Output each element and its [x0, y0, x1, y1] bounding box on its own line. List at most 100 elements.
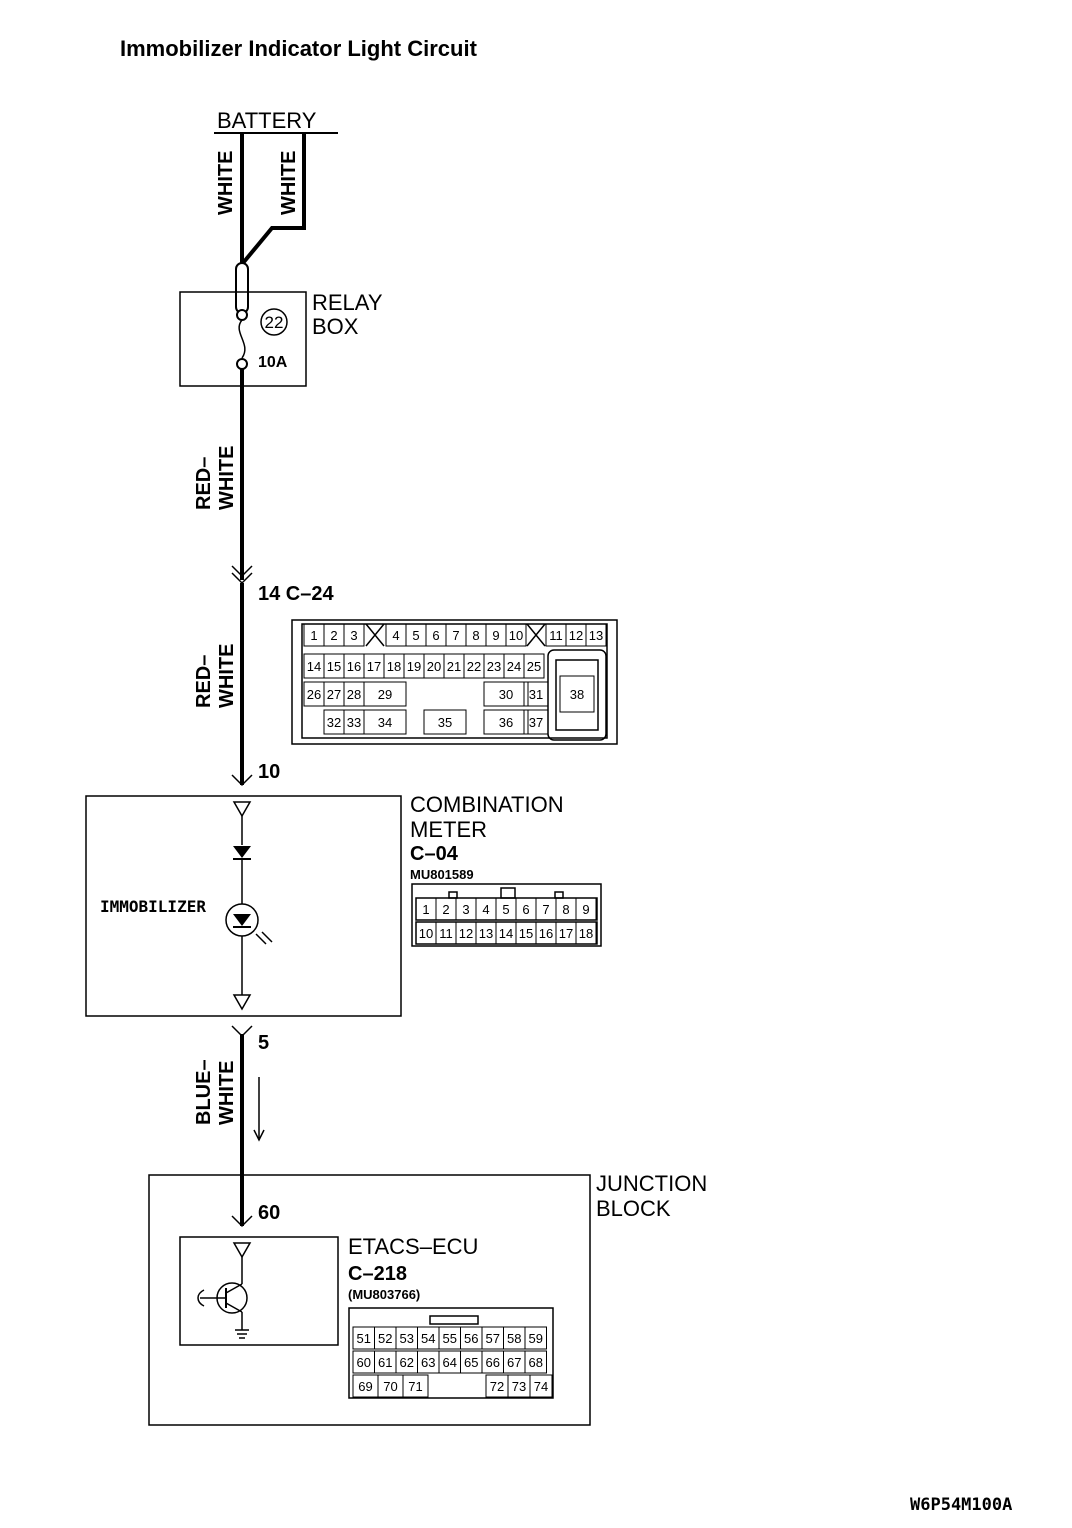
connector-pin-cell	[505, 623, 527, 647]
connector-pin-cell	[524, 1350, 547, 1374]
fuse-number: 22	[265, 313, 284, 332]
connector-pin-number: 65	[464, 1355, 478, 1370]
diagram-title: Immobilizer Indicator Light Circuit	[120, 36, 478, 61]
combination-meter-label-line2: METER	[410, 817, 487, 842]
connector-pin-number: 19	[407, 659, 421, 674]
connector-pin-number: 15	[327, 659, 341, 674]
connector-pin-cell	[523, 653, 545, 679]
ecu-part-number: (MU803766)	[348, 1287, 420, 1302]
connector-pin-number: 57	[486, 1331, 500, 1346]
ecu-in-connector-symbol	[231, 1215, 253, 1228]
connector-pin-number: 17	[559, 926, 573, 941]
fuse-rating: 10A	[258, 354, 288, 371]
meter-in-connector-symbol	[231, 774, 253, 787]
connector-pin-number: 9	[582, 902, 589, 917]
connector-pin-number: 27	[327, 687, 341, 702]
connector-pin-number: 29	[378, 687, 392, 702]
meter-terminal-out-icon	[232, 994, 252, 1011]
relay-box-label-line2: BOX	[312, 314, 359, 339]
connector-pin-number: 71	[408, 1379, 422, 1394]
connector-pin-cell	[483, 709, 529, 735]
connector-pin-cell	[559, 675, 595, 713]
connector-pin-number: 10	[419, 926, 433, 941]
meter-pin-in: 10	[258, 761, 280, 783]
connector-pin-cell	[529, 1374, 553, 1398]
connector-pin-number: 12	[569, 628, 583, 643]
connector-pin-number: 5	[502, 902, 509, 917]
connector-pin-number: 22	[467, 659, 481, 674]
wire-color-white-left: WHITE	[215, 151, 237, 215]
connector-pin-number: 10	[509, 628, 523, 643]
fuse-number-circle	[260, 308, 288, 336]
wire-color-blue-white-b: WHITE	[216, 1061, 238, 1125]
ground-icon	[235, 1329, 249, 1339]
connector-pin-number: 26	[307, 687, 321, 702]
connector-pin-number: 36	[499, 715, 513, 730]
connector-pin-number: 3	[462, 902, 469, 917]
light-emission-icon	[255, 931, 273, 945]
figure-code: W6P54M100A	[910, 1495, 1012, 1515]
connector-pin-number: 33	[347, 715, 361, 730]
connector-pin-number: 61	[378, 1355, 392, 1370]
connector-pin-number: 9	[492, 628, 499, 643]
wire-color-white-right: WHITE	[278, 151, 300, 215]
connector-pin-number: 17	[367, 659, 381, 674]
connector-pin-number: 54	[421, 1331, 435, 1346]
ecu-name: ETACS–ECU	[348, 1234, 478, 1259]
connector-pin-number: 38	[570, 687, 584, 702]
wire-color-red-white-2a: RED–	[193, 655, 215, 708]
connector-pin-cell	[575, 897, 597, 921]
ecu-connector: C–218	[348, 1263, 407, 1285]
connector-pin-number: 18	[387, 659, 401, 674]
combination-meter-part-number: MU801589	[410, 867, 474, 882]
connector-pin-number: 25	[527, 659, 541, 674]
connector-pin-number: 21	[447, 659, 461, 674]
junction-block-label-line1: JUNCTION	[596, 1171, 707, 1196]
connector-pin-number: 73	[512, 1379, 526, 1394]
connector-pin-number: 53	[400, 1331, 414, 1346]
connector-pin-number: 64	[443, 1355, 457, 1370]
connector-pin-number: 58	[507, 1331, 521, 1346]
current-flow-arrow-head	[253, 1129, 265, 1142]
connector-pin-number: 74	[534, 1379, 548, 1394]
battery-label: BATTERY	[217, 108, 317, 133]
connector-pin-number: 28	[347, 687, 361, 702]
connector-pin-number: 7	[542, 902, 549, 917]
connector-pin-cell	[363, 681, 407, 707]
connector-pin-number: 60	[357, 1355, 371, 1370]
connector-pin-number: 12	[459, 926, 473, 941]
connector-pin-cell	[575, 921, 597, 945]
junction-block-box	[148, 1174, 591, 1426]
wire-color-red-white-1a: RED–	[193, 457, 215, 510]
connector-pin-number: 24	[507, 659, 521, 674]
connector-pin-number: 11	[549, 628, 563, 643]
connector-pin-number: 66	[486, 1355, 500, 1370]
connector-pin-number: 34	[378, 715, 392, 730]
connector-pin-cell	[483, 681, 529, 707]
connector-pin-number: 11	[439, 926, 453, 941]
connector-pin-number: 20	[427, 659, 441, 674]
connector-pin-number: 59	[529, 1331, 543, 1346]
connector-pin-number: 14	[307, 659, 321, 674]
connector-pin-number: 63	[421, 1355, 435, 1370]
meter-pin-out: 5	[258, 1032, 269, 1054]
combination-meter-box	[85, 795, 402, 1017]
connector-pin-number: 67	[507, 1355, 521, 1370]
fuse-icon	[238, 319, 246, 359]
combination-meter-connector: C–04	[410, 843, 459, 865]
connector-pin-number: 16	[347, 659, 361, 674]
connector-pin-number: 37	[529, 715, 543, 730]
wire-color-red-white-2b: WHITE	[216, 644, 238, 708]
c24-pin-label: 14 C–24	[258, 583, 334, 605]
connector-pin-number: 1	[310, 628, 317, 643]
connector-pin-number: 2	[442, 902, 449, 917]
wire-color-red-white-1b: WHITE	[216, 446, 238, 510]
connector-pin-number: 18	[579, 926, 593, 941]
connector-pin-number: 35	[438, 715, 452, 730]
connector-pin-number: 8	[562, 902, 569, 917]
connector-pin-number: 1	[422, 902, 429, 917]
wire-color-blue-white-a: BLUE–	[193, 1059, 215, 1125]
